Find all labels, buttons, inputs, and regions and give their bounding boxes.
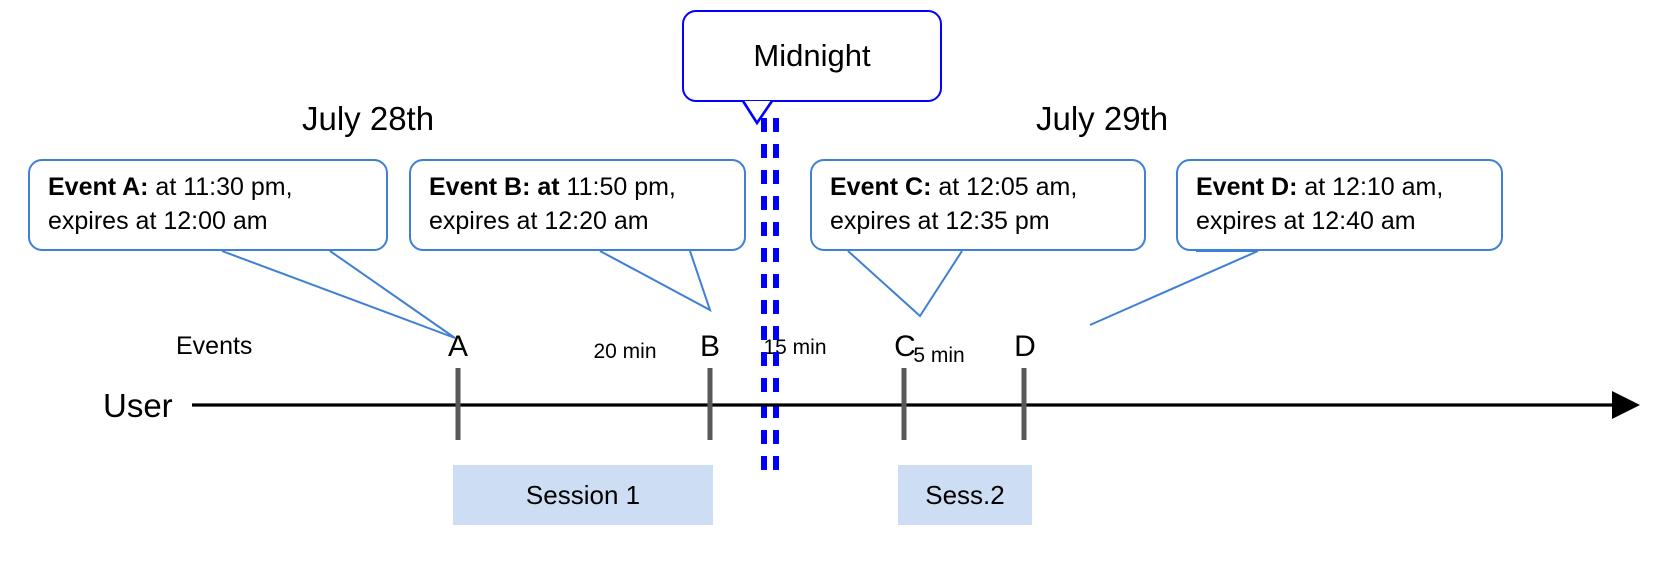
midnight-label: Midnight [753,38,871,73]
interval-label-15-min: 15 min [763,336,827,359]
row-label-events: Events [176,332,253,360]
timeline-arrowhead [1612,391,1640,419]
event-callout-a-tail [221,250,456,339]
interval-label-5-min: 5 min [913,344,965,367]
event-callout-c-line1: Event C: at 12:05 am, [830,173,1078,201]
session-box-1: Session 1 [453,465,713,525]
event-callout-b-line2: expires at 12:20 am [429,206,649,235]
event-callout-b-line1: Event B: at 11:50 pm, [429,173,676,201]
event-callout-b-tail [599,250,712,313]
event-callout-d-line2: expires at 12:40 am [1196,206,1416,235]
event-callout-a: Event A: at 11:30 pm, expires at 12:00 a… [28,159,388,251]
day-label-july-29: July 29th [1036,100,1169,137]
event-marker-label-b: B [699,330,720,363]
session-box-2: Sess.2 [898,465,1032,525]
event-callout-a-line1: Event A: at 11:30 pm, [48,173,293,201]
event-callout-c: Event C: at 12:05 am, expires at 12:35 p… [810,159,1146,251]
session-box-1-label: Session 1 [525,479,641,510]
row-label-user: User [103,387,173,424]
event-marker-label-c: C [894,330,916,363]
day-label-july-28: July 28th [302,100,435,137]
midnight-callout-tail [741,100,774,126]
event-callout-d-tail [1089,250,1259,326]
event-callout-d-line1: Event D: at 12:10 am, [1196,173,1444,201]
midnight-callout: Midnight [682,10,942,102]
session-box-2-label: Sess.2 [925,479,1005,510]
event-callout-a-line2: expires at 12:00 am [48,206,268,235]
event-callout-b: Event B: at 11:50 pm, expires at 12:20 a… [409,159,746,251]
interval-label-20-min: 20 min [593,340,657,363]
event-callout-d: Event D: at 12:10 am, expires at 12:40 a… [1176,159,1503,251]
event-callout-c-line2: expires at 12:35 pm [830,206,1050,235]
event-marker-label-d: D [1014,330,1036,363]
event-marker-label-a: A [447,330,468,363]
event-callout-c-tail [847,250,963,318]
